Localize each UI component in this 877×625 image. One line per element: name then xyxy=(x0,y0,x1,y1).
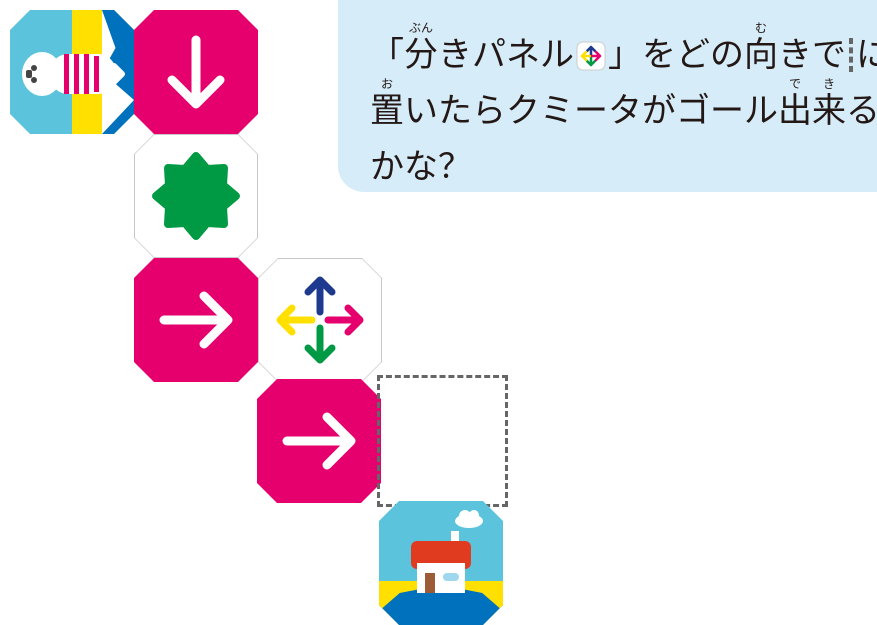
text-kipaneru: きパネル xyxy=(438,34,574,75)
arrow-right-icon xyxy=(282,412,356,470)
text-kana: かな？ xyxy=(370,146,472,187)
dashed-box-icon xyxy=(849,37,853,72)
split-panel-tile xyxy=(258,258,382,382)
green-blob-tile xyxy=(134,134,258,258)
split-arrows-icon xyxy=(276,276,364,364)
text-itara: いたらクミータがゴール xyxy=(404,90,778,131)
text-wodono: 」をどの xyxy=(608,34,744,75)
text-bracket-open: 「 xyxy=(370,34,404,75)
arrow-right-icon xyxy=(159,291,233,349)
ruby-mu: む向 xyxy=(744,20,778,75)
arrow-down-tile xyxy=(134,10,258,134)
arrow-right-tile-1 xyxy=(134,258,258,382)
ruby-ki: き来 xyxy=(812,76,846,131)
arrow-right-tile-2 xyxy=(257,379,381,503)
start-tile xyxy=(10,10,134,134)
text-kide: きで xyxy=(778,34,846,75)
question-line-1: 「 ぶん分 きパネル 」をどの む向 きで に xyxy=(370,20,877,76)
robot-kumiita-icon xyxy=(10,10,134,134)
text-ni: に xyxy=(856,34,877,75)
green-blob-icon xyxy=(152,152,240,240)
question-bubble xyxy=(338,0,877,192)
split-panel-icon xyxy=(576,27,606,70)
arrow-down-icon xyxy=(167,35,225,109)
question-line-2: お置 いたらクミータがゴール で出 き来 る xyxy=(370,76,877,132)
house-icon xyxy=(379,501,503,625)
question-text: 「 ぶん分 きパネル 」をどの む向 きで に お置 いたらクミータがゴール で… xyxy=(370,20,877,188)
empty-slot[interactable] xyxy=(377,375,508,507)
ruby-de: で出 xyxy=(778,76,812,131)
question-line-3: かな？ xyxy=(370,132,877,188)
text-ru: る xyxy=(846,90,877,131)
ruby-bun: ぶん分 xyxy=(404,20,438,75)
goal-tile xyxy=(379,501,503,625)
ruby-o: お置 xyxy=(370,76,404,131)
